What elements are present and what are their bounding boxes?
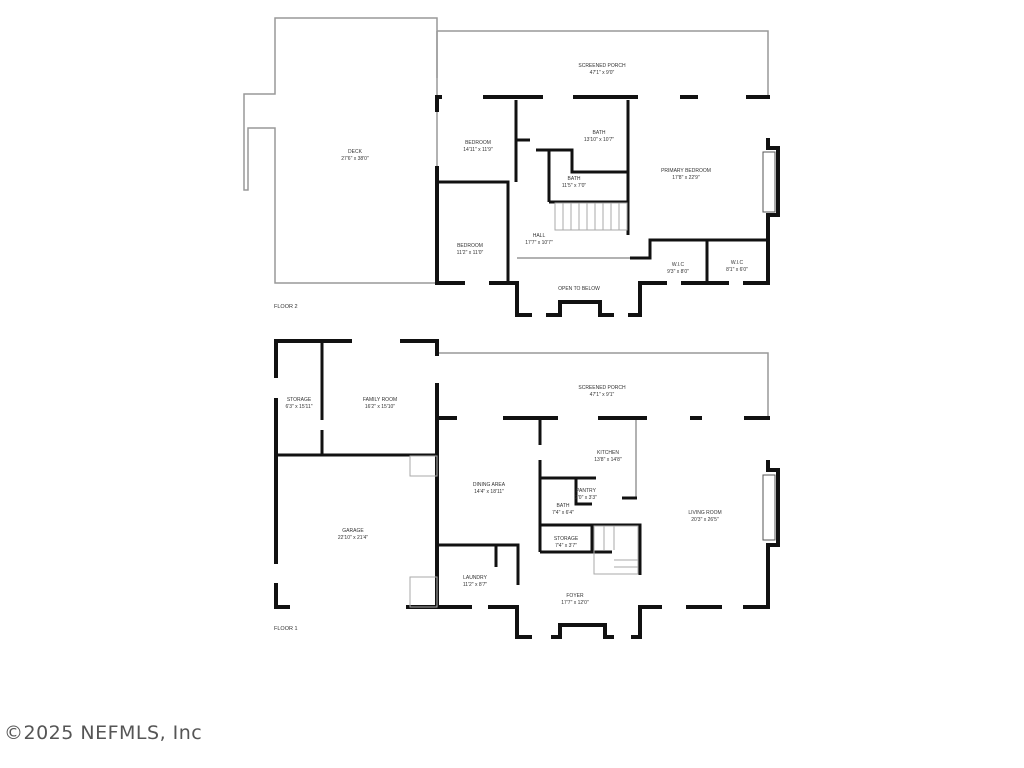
exterior-walls [274,339,780,639]
room-name: LIVING ROOM [688,510,721,516]
room-size: 17'7" x 12'0" [561,600,589,606]
room-size: 47'1" x 9'1" [590,392,615,398]
room-name: BATH [593,130,606,136]
fireplace-icon [762,474,776,541]
room-size: 11'2" x 11'0" [457,250,484,256]
room-name: FOYER [566,593,584,599]
room-size: 17'7" x 10'7" [525,240,553,246]
floor-2-plan: SCREENED PORCH 47'1" x 9'0" DECK 27'6" x… [243,17,780,317]
exterior-walls [435,95,780,317]
room-name: GARAGE [342,528,364,534]
room-size: 17'8" x 22'9" [672,175,700,181]
room-size: 11'2" x 8'7" [463,582,487,588]
room-size: 8'1" x 6'0" [726,267,748,273]
interior-walls [437,100,768,283]
room-name: DECK [348,149,363,155]
room-name: OPEN TO BELOW [558,286,600,292]
room-name: BEDROOM [457,243,483,249]
room-name: FAMILY ROOM [363,397,397,403]
copyright-watermark: ©2025 NEFMLS, Inc [4,722,203,744]
porch-rail [437,30,769,97]
room-size: 6'3" x 15'11" [285,404,312,410]
room-name: PANTRY [576,488,596,494]
room-size: 27'6" x 38'0" [341,156,369,162]
interior-walls [276,341,642,585]
room-name: W.I.C [672,262,685,268]
room-size: 9'3" x 8'0" [667,269,689,275]
room-size: 16'2" x 15'10" [365,404,395,410]
room-size: 14'4" x 18'11" [474,489,504,495]
room-name: HALL [533,233,546,239]
room-size: 2'0" x 3'3" [575,495,597,501]
room-name: BEDROOM [465,140,491,146]
room-size: 7'4" x 3'7" [555,543,577,549]
floor-1-plan: STORAGE 6'3" x 15'11" FAMILY ROOM 16'2" … [274,339,780,639]
floor-label: FLOOR 1 [274,626,298,632]
room-name: STORAGE [554,536,579,542]
room-size: 22'10" x 21'4" [338,535,368,541]
room-size: 20'3" x 26'5" [691,517,719,523]
room-name: LAUNDRY [463,575,487,581]
floor-label: FLOOR 2 [274,304,298,310]
porch-rail [437,352,769,418]
room-name: SCREENED PORCH [578,63,626,69]
room-size: 7'4" x 6'4" [552,510,574,516]
room-name: BATH [568,176,581,182]
room-name: KITCHEN [597,450,619,456]
room-size: 11'5" x 7'0" [562,183,586,189]
room-name: W.I.C [731,260,744,266]
stairs [554,202,628,231]
stairs [409,455,639,608]
room-name: PRIMARY BEDROOM [661,168,711,174]
room-name: STORAGE [287,397,312,403]
deck-outline [243,17,438,284]
room-size: 47'1" x 9'0" [590,70,615,76]
room-size: 13'10" x 10'7" [584,137,614,143]
room-size: 14'11" x 11'9" [463,147,493,153]
fireplace-icon [762,151,776,213]
room-size: 13'8" x 14'8" [594,457,622,463]
room-name: BATH [557,503,570,509]
room-name: DINING AREA [473,482,506,488]
room-name: SCREENED PORCH [578,385,626,391]
